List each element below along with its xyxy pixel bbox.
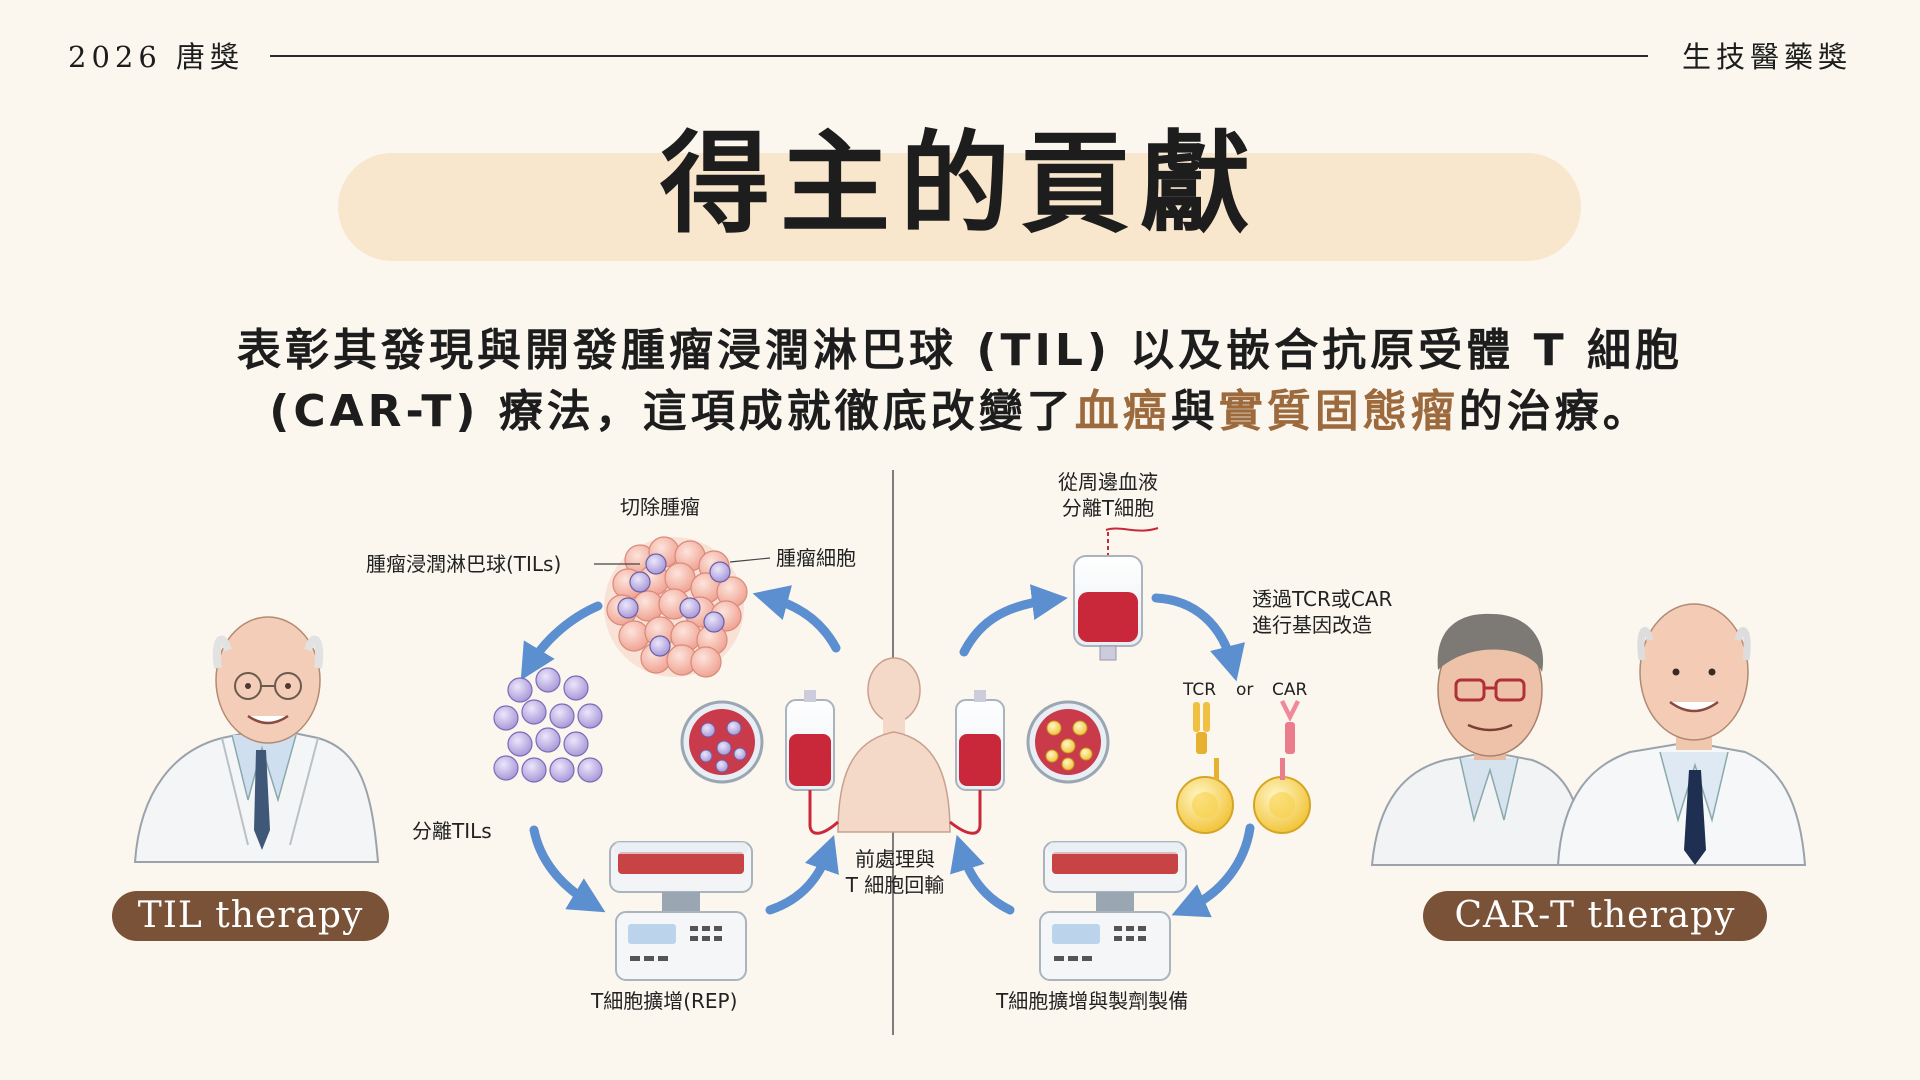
label-rep: T細胞擴增(REP) — [591, 989, 738, 1013]
iv-bag-left — [785, 690, 839, 835]
description-text-a: (CAR-T) 療法，這項成就徹底改變了 — [269, 386, 1075, 437]
petri-dish-yellow — [1026, 700, 1110, 784]
tumor-cluster — [604, 536, 748, 678]
til-cell — [617, 597, 639, 619]
label-preconditioning: 前處理與 T 細胞回輸 — [842, 846, 948, 898]
isolated-til-cell — [521, 699, 547, 725]
incubator-left — [609, 841, 753, 981]
petri-dish-red — [680, 700, 764, 784]
incubator-right — [1039, 841, 1187, 981]
til-therapy-badge: TIL therapy — [112, 891, 389, 941]
description-text-b: 與 — [1170, 386, 1219, 437]
arrow-infusion-to-tumor — [752, 585, 841, 653]
award-category: 生技醫藥獎 — [1681, 40, 1852, 74]
tumor-cell — [690, 646, 722, 678]
label-gene-2: 進行基因改造 — [1252, 613, 1372, 637]
label-isolate-tils: 分離TILs — [412, 819, 492, 843]
til-cell — [703, 611, 725, 633]
header-divider — [270, 55, 1648, 57]
isolated-til-cell — [535, 727, 561, 753]
isolated-til-cell — [521, 757, 547, 783]
arrow-rep-to-infusion — [765, 835, 839, 915]
label-car: CAR — [1272, 680, 1308, 700]
cart-scientist-portrait-2 — [1556, 603, 1807, 866]
isolated-til-cell — [535, 667, 561, 693]
label-gene-1: 透過TCR或CAR — [1252, 587, 1393, 611]
isolated-til-cell — [577, 757, 603, 783]
arrow-gene-to-manufacture — [1171, 823, 1255, 918]
isolated-til-cell — [493, 755, 519, 781]
isolated-til-cell — [493, 705, 519, 731]
label-blood-2: 分離T細胞 — [1061, 496, 1155, 520]
isolated-til-cell — [507, 731, 533, 757]
highlight-solid-tumor: 實質固態瘤 — [1218, 386, 1459, 437]
label-preconditioning-1: 前處理與 — [855, 847, 935, 871]
label-blood: 從周邊血液 分離T細胞 — [1050, 469, 1166, 521]
arrow-tils-to-rep — [529, 825, 606, 913]
blood-collection-bag — [1073, 527, 1159, 661]
label-tumor-resection: 切除腫瘤 — [620, 495, 700, 519]
til-cell — [679, 597, 701, 619]
isolated-til-cell — [507, 677, 533, 703]
label-or: or — [1236, 680, 1254, 700]
title-band — [338, 153, 1581, 261]
isolated-til-cell — [549, 703, 575, 729]
til-cell — [629, 571, 651, 593]
tcr-receptor-icon — [1193, 702, 1210, 754]
description-line-1: 表彰其發現與開發腫瘤浸潤淋巴球 (TIL) 以及嵌合抗原受體 T 細胞 — [237, 325, 1683, 376]
arrow-tumor-to-tils — [520, 601, 603, 681]
label-gene-modification: 透過TCR或CAR 進行基因改造 — [1252, 586, 1392, 638]
til-scientist-portrait — [133, 616, 380, 863]
til-cell — [645, 553, 667, 575]
award-year: 2026 唐獎 — [68, 40, 245, 74]
arrow-patient-to-blood — [959, 584, 1068, 657]
tumor-cells-leader-line — [729, 557, 771, 563]
iv-bag-right — [949, 690, 1005, 835]
description-line-2: (CAR-T) 療法，這項成就徹底改變了血癌與實質固態瘤的治療。 — [200, 381, 1720, 442]
cart-scientist-portrait-1 — [1370, 613, 1587, 866]
isolated-tils-cells — [493, 667, 603, 783]
isolated-til-cell — [563, 731, 589, 757]
label-tils: 腫瘤浸潤淋巴球(TILs) — [366, 552, 562, 576]
page-title: 得主的貢獻 — [660, 119, 1260, 248]
engineered-t-cells — [1176, 758, 1311, 834]
label-preconditioning-2: T 細胞回輸 — [845, 873, 945, 897]
highlight-blood-cancer: 血癌 — [1074, 386, 1171, 437]
car-receptor-icon — [1280, 700, 1300, 754]
label-tumor-cells: 腫瘤細胞 — [776, 546, 856, 570]
patient-silhouette — [837, 657, 951, 833]
til-cell — [649, 635, 671, 657]
cart-therapy-badge: CAR-T therapy — [1423, 891, 1767, 941]
til-cell — [709, 561, 731, 583]
arrow-blood-to-gene — [1151, 593, 1245, 682]
isolated-til-cell — [563, 675, 589, 701]
label-tcr: TCR — [1183, 680, 1217, 700]
tumor-cell — [618, 620, 650, 652]
label-manufacture: T細胞擴增與製劑製備 — [996, 989, 1189, 1013]
isolated-til-cell — [577, 703, 603, 729]
label-blood-1: 從周邊血液 — [1058, 470, 1158, 494]
description: 表彰其發現與開發腫瘤浸潤淋巴球 (TIL) 以及嵌合抗原受體 T 細胞 (CAR… — [200, 320, 1720, 442]
isolated-til-cell — [549, 757, 575, 783]
arrow-manufacture-to-patient — [950, 834, 1015, 915]
description-text-c: 的治療。 — [1458, 386, 1651, 437]
